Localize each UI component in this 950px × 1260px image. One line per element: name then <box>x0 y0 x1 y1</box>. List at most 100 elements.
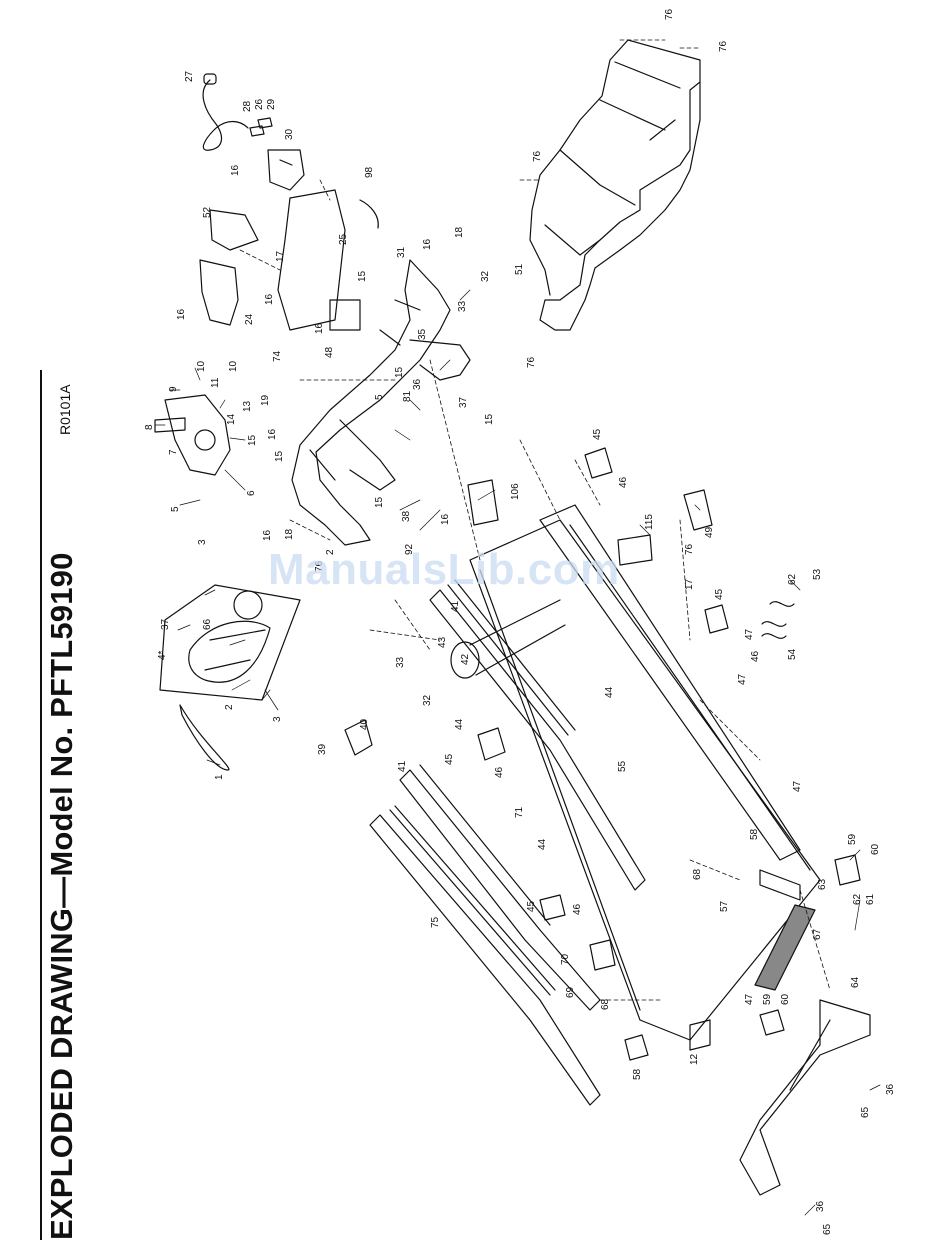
callout-67: 67 <box>812 928 823 940</box>
callout-18: 18 <box>454 226 465 238</box>
callout-1: 1 <box>214 774 225 780</box>
callout-98: 98 <box>364 166 375 178</box>
callout-27: 27 <box>184 70 195 82</box>
callout-65: 65 <box>860 1106 871 1118</box>
side-rail-left <box>369 805 601 1106</box>
callout-32: 32 <box>422 694 433 706</box>
callout-69: 69 <box>565 986 576 998</box>
callout-9: 9 <box>168 386 179 392</box>
callout-36: 36 <box>885 1083 896 1095</box>
callout-16: 16 <box>314 322 325 334</box>
callout-76: 76 <box>532 150 543 162</box>
callout-43: 43 <box>437 636 448 648</box>
callout-44: 44 <box>604 686 615 698</box>
callout-3: 3 <box>197 539 208 545</box>
callout-24: 24 <box>244 313 255 325</box>
callout-labels: 1 2 2 3 3 4* 5 5 6 7 8 9 10 10 11 12 13 … <box>144 8 896 1235</box>
callout-16: 16 <box>422 238 433 250</box>
callout-60: 60 <box>870 843 881 855</box>
callout-48: 48 <box>324 346 335 358</box>
callout-54: 54 <box>787 648 798 660</box>
callout-16: 16 <box>440 513 451 525</box>
callout-51: 51 <box>514 263 525 275</box>
callout-14: 14 <box>226 413 237 425</box>
callout-58: 58 <box>749 828 760 840</box>
callout-16: 16 <box>230 164 241 176</box>
callout-25: 25 <box>338 233 349 245</box>
callout-5: 5 <box>170 506 181 512</box>
callout-28: 28 <box>242 100 253 112</box>
callout-47: 47 <box>737 673 748 685</box>
callout-10: 10 <box>228 360 239 372</box>
callout-57: 57 <box>719 900 730 912</box>
callout-29: 29 <box>266 98 277 110</box>
callout-68: 68 <box>692 868 703 880</box>
callout-15: 15 <box>484 413 495 425</box>
callout-19: 19 <box>260 394 271 406</box>
callout-66: 66 <box>202 618 213 630</box>
front-roller <box>450 599 566 679</box>
callout-10: 10 <box>196 360 207 372</box>
callout-62: 62 <box>787 573 798 585</box>
callout-7: 7 <box>168 449 179 455</box>
callout-15: 15 <box>247 434 258 446</box>
callout-59: 59 <box>762 993 773 1005</box>
rear-frame <box>539 504 801 1051</box>
callout-5: 5 <box>374 394 385 400</box>
callout-18: 18 <box>284 528 295 540</box>
callout-45: 45 <box>592 428 603 440</box>
callout-13: 13 <box>242 400 253 412</box>
callout-17: 17 <box>275 250 286 262</box>
callout-41: 41 <box>397 760 408 772</box>
callout-33: 33 <box>457 300 468 312</box>
callout-46: 46 <box>494 766 505 778</box>
callout-75: 75 <box>430 916 441 928</box>
callout-76: 76 <box>314 560 325 572</box>
callout-47: 47 <box>744 628 755 640</box>
callout-76: 76 <box>664 8 675 20</box>
foot-rail-insert <box>754 904 816 991</box>
callout-65: 65 <box>822 1223 833 1235</box>
callout-45: 45 <box>444 753 455 765</box>
callout-15: 15 <box>394 366 405 378</box>
callout-64: 64 <box>850 976 861 988</box>
callout-32: 32 <box>480 270 491 282</box>
callout-60: 60 <box>780 993 791 1005</box>
callout-16: 16 <box>262 529 273 541</box>
callout-74: 74 <box>272 350 283 362</box>
callout-52: 52 <box>202 206 213 218</box>
isolators <box>761 601 795 639</box>
upright-frame <box>291 259 471 546</box>
callout-42: 42 <box>460 653 471 665</box>
incline-motor <box>154 394 231 476</box>
callout-46: 46 <box>572 903 583 915</box>
callout-53: 53 <box>812 568 823 580</box>
callout-38: 38 <box>401 510 412 522</box>
callout-59: 59 <box>847 833 858 845</box>
callout-17: 17 <box>684 578 695 590</box>
callout-15: 15 <box>374 496 385 508</box>
callout-71: 71 <box>514 806 525 818</box>
callout-3: 3 <box>272 716 283 722</box>
callout-8: 8 <box>144 424 155 430</box>
callout-41: 41 <box>450 600 461 612</box>
callout-11: 11 <box>210 377 221 388</box>
callout-106: 106 <box>510 483 521 500</box>
callout-76: 76 <box>718 40 729 52</box>
callout-61: 61 <box>865 893 876 905</box>
motor-hood <box>529 39 701 331</box>
callout-36: 36 <box>815 1200 826 1212</box>
callout-16: 16 <box>267 428 278 440</box>
callout-76: 76 <box>526 356 537 368</box>
callout-37: 37 <box>458 396 469 408</box>
callout-81: 81 <box>402 390 413 402</box>
assembly-guides <box>239 39 831 1001</box>
callout-55: 55 <box>617 760 628 772</box>
callout-49: 49 <box>704 526 715 538</box>
callout-2: 2 <box>224 704 235 710</box>
callout-16: 16 <box>176 308 187 320</box>
callout-16: 16 <box>264 293 275 305</box>
callout-15: 15 <box>274 450 285 462</box>
